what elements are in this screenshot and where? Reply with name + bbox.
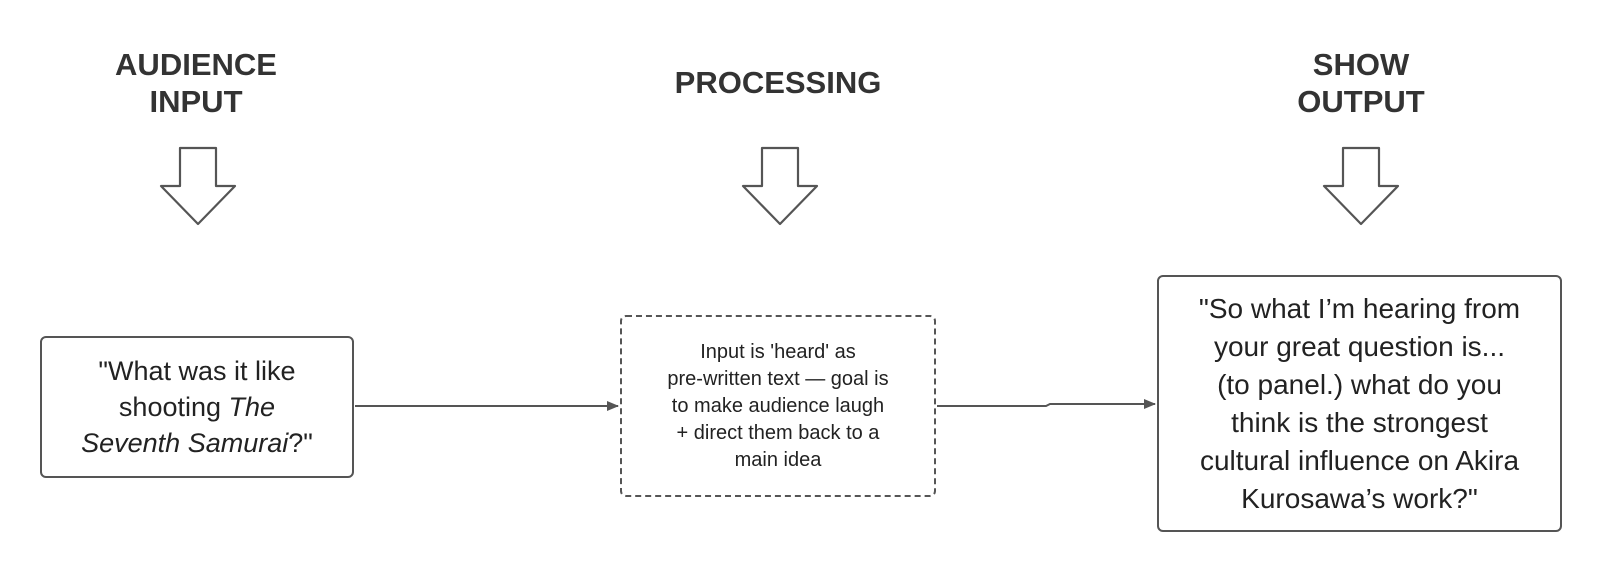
audience-input-box: "What was it like shooting The Seventh S… [40, 336, 354, 478]
connector-arrow-processing-to-output [937, 399, 1156, 409]
down-arrow-icon [741, 146, 819, 226]
heading-line: AUDIENCE [115, 47, 277, 82]
down-arrow-icon [1322, 146, 1400, 226]
show-output-box: "So what I’m hearing from your great que… [1157, 275, 1562, 532]
quote-line: Seventh Samurai?" [81, 425, 313, 461]
processing-line: pre-written text — goal is [667, 367, 889, 390]
heading-processing: PROCESSING [618, 64, 938, 101]
heading-line: INPUT [149, 84, 243, 119]
output-line: think is the strongest [1231, 406, 1488, 438]
output-line: your great question is... [1213, 330, 1506, 362]
output-line: cultural influence on Akira [1199, 444, 1520, 476]
output-line: Kurosawa’s work?" [1241, 482, 1478, 514]
output-line: "So what I’m hearing from [1198, 292, 1521, 324]
processing-line: Input is 'heard' as [700, 340, 856, 363]
heading-audience-input: AUDIENCE INPUT [36, 46, 356, 120]
quote-text: ?" [288, 428, 313, 458]
processing-box: Input is 'heard' as pre-written text — g… [620, 315, 936, 497]
heading-line: SHOW [1312, 47, 1410, 82]
quote-line: shooting The [81, 389, 313, 425]
processing-line: + direct them back to a [676, 421, 880, 444]
quote-line: "What was it like [98, 356, 296, 386]
processing-text: Input is 'heard' as pre-written text — g… [667, 339, 888, 474]
quote-text: shooting [118, 392, 229, 422]
output-quote: "So what I’m hearing from your great que… [1199, 290, 1520, 518]
heading-show-output: SHOW OUTPUT [1201, 46, 1521, 120]
processing-line: main idea [734, 448, 822, 471]
processing-line: to make audience laugh [671, 394, 885, 417]
film-title-part: The [228, 392, 276, 422]
down-arrow-icon [159, 146, 237, 226]
film-title-part: Seventh Samurai [81, 428, 289, 458]
heading-line: OUTPUT [1297, 84, 1425, 119]
output-line: (to panel.) what do you [1217, 368, 1502, 400]
audience-quote: "What was it like shooting The Seventh S… [81, 353, 313, 461]
heading-line: PROCESSING [674, 65, 882, 100]
